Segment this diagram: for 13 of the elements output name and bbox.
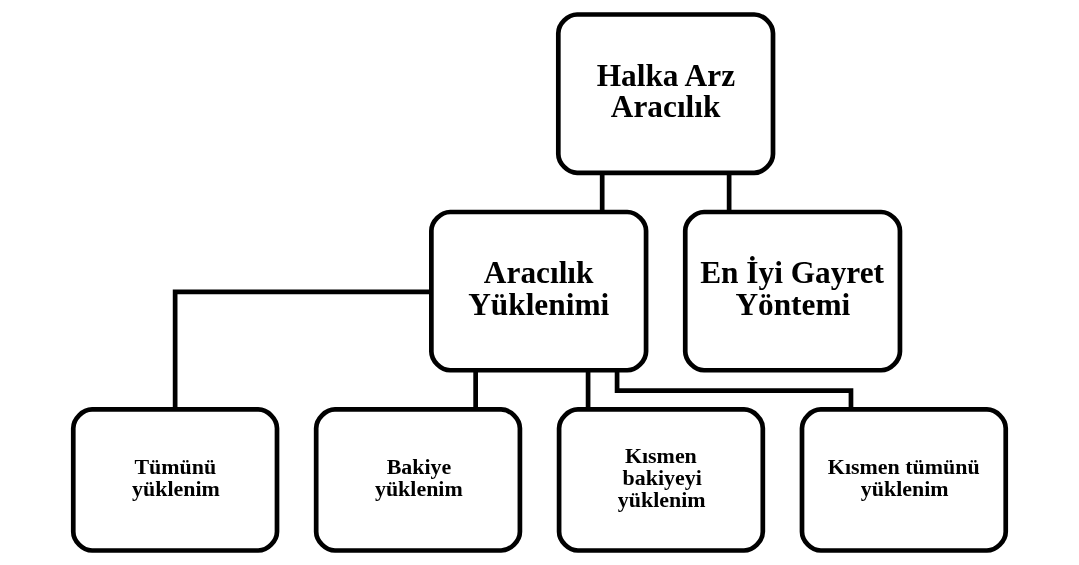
- node-box: Kısmen bakiyeyi yüklenim: [556, 407, 766, 553]
- node-box: Bakiye yüklenim: [313, 407, 523, 553]
- node-box: En İyi Gayret Yöntemi: [682, 209, 903, 373]
- node-box: Kısmen tümünü yüklenim: [799, 407, 1009, 553]
- connector: [473, 370, 478, 409]
- connector: [599, 172, 605, 212]
- connector: [726, 172, 732, 212]
- connector: [585, 370, 591, 409]
- connector: [172, 289, 432, 410]
- node-box: Tümünü yüklenim: [70, 407, 280, 553]
- node-box: Aracılık Yüklenimi: [429, 209, 649, 373]
- connector: [614, 370, 854, 410]
- node-box: Halka Arz Aracılık: [555, 12, 776, 176]
